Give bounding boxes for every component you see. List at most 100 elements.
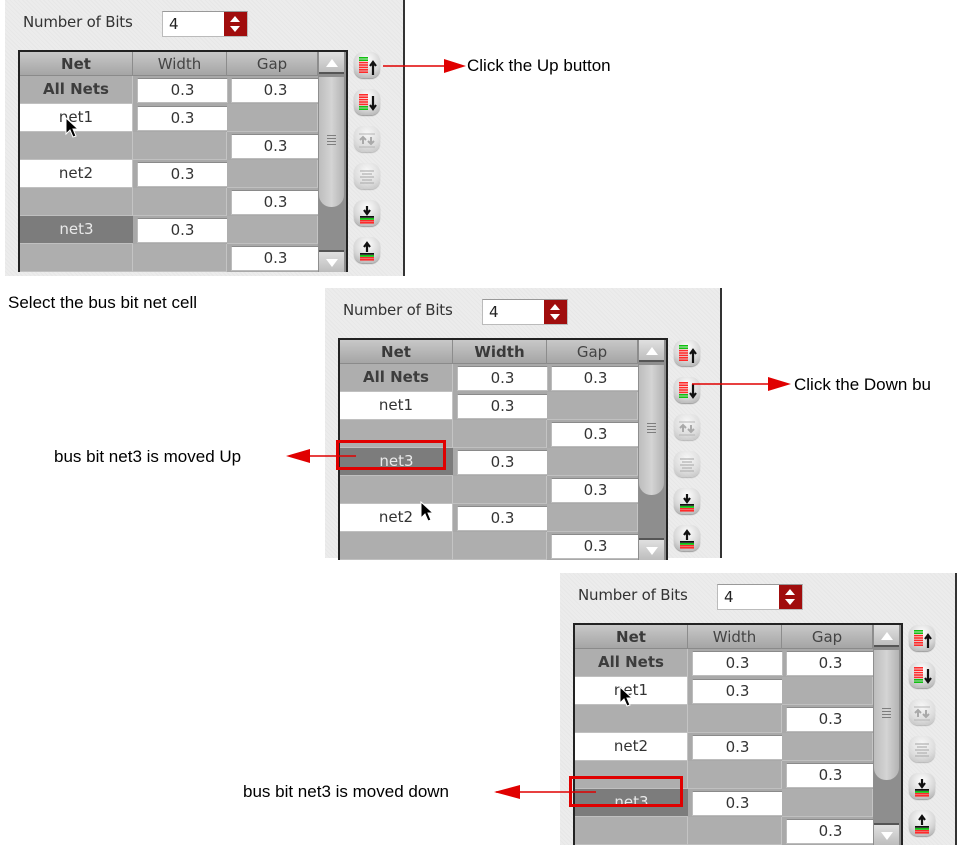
width-cell[interactable]: 0.3: [137, 218, 228, 243]
all-nets-cell[interactable]: All Nets: [340, 364, 453, 392]
move-up-button[interactable]: [354, 52, 380, 78]
all-nets-gap-cell[interactable]: 0.3: [231, 78, 320, 103]
width-cell[interactable]: 0.3: [692, 679, 783, 704]
scrollbar-thumb[interactable]: [319, 77, 344, 207]
all-nets-cell[interactable]: All Nets: [20, 76, 133, 104]
scroll-down-button[interactable]: [639, 538, 664, 560]
net-cell[interactable]: net2: [20, 160, 133, 188]
width-cell[interactable]: 0.3: [692, 735, 783, 760]
gap-cell[interactable]: 0.3: [231, 190, 320, 215]
number-of-bits-value[interactable]: 4: [724, 588, 734, 606]
spin-up-icon[interactable]: [550, 304, 560, 310]
number-of-bits-value[interactable]: 4: [169, 15, 179, 33]
grip-icon: [647, 423, 656, 433]
spin-down-icon[interactable]: [550, 314, 560, 320]
align-button[interactable]: [674, 451, 700, 477]
vertical-scrollbar[interactable]: [318, 52, 346, 272]
number-of-bits-spinbox[interactable]: 4: [717, 584, 803, 610]
width-cell-empty: [133, 244, 227, 272]
net-cell-empty: [340, 532, 453, 560]
number-of-bits-spinbox[interactable]: 4: [162, 11, 248, 37]
net-cell-empty: [20, 244, 133, 272]
number-of-bits-value[interactable]: 4: [489, 303, 499, 321]
align-button[interactable]: [354, 163, 380, 189]
net-cell[interactable]: net2: [340, 504, 453, 532]
insert-below-button[interactable]: [354, 200, 380, 226]
number-of-bits-spinbox[interactable]: 4: [482, 299, 568, 325]
column-header-net[interactable]: Net: [340, 340, 453, 364]
column-header-gap[interactable]: Gap: [227, 52, 318, 76]
insert-below-button[interactable]: [909, 773, 935, 799]
gap-cell[interactable]: 0.3: [551, 422, 640, 447]
net-cell-empty: [340, 476, 453, 504]
swap-button[interactable]: [674, 414, 700, 440]
width-cell[interactable]: 0.3: [137, 162, 228, 187]
column-header-net[interactable]: Net: [575, 625, 688, 649]
all-nets-width-cell[interactable]: 0.3: [692, 651, 783, 676]
all-nets-gap-cell[interactable]: 0.3: [551, 366, 640, 391]
scroll-up-arrow-icon: [881, 632, 893, 640]
column-header-width[interactable]: Width: [133, 52, 227, 76]
caption-moved-down: bus bit net3 is moved down: [243, 782, 450, 801]
scroll-down-button[interactable]: [319, 250, 344, 272]
insert-above-button[interactable]: [909, 810, 935, 836]
column-header-width[interactable]: Width: [688, 625, 782, 649]
align-button[interactable]: [909, 736, 935, 762]
width-cell[interactable]: 0.3: [457, 450, 548, 475]
gap-cell[interactable]: 0.3: [231, 134, 320, 159]
scroll-up-button[interactable]: [874, 625, 899, 647]
spin-down-icon[interactable]: [230, 26, 240, 32]
spin-up-icon[interactable]: [785, 589, 795, 595]
width-cell[interactable]: 0.3: [692, 791, 783, 816]
spinner-arrows[interactable]: [224, 12, 247, 36]
column-header-gap[interactable]: Gap: [782, 625, 873, 649]
table-row-gap: 0.3: [340, 532, 640, 560]
net-cell-selected[interactable]: net3: [20, 216, 133, 244]
insert-above-button[interactable]: [354, 237, 380, 263]
gap-cell[interactable]: 0.3: [551, 534, 640, 559]
move-down-button[interactable]: [909, 662, 935, 688]
net-cell[interactable]: net1: [340, 392, 453, 420]
width-cell[interactable]: 0.3: [457, 506, 548, 531]
spin-down-icon[interactable]: [785, 599, 795, 605]
all-nets-width-cell[interactable]: 0.3: [137, 78, 228, 103]
gap-cell[interactable]: 0.3: [786, 819, 875, 844]
width-cell[interactable]: 0.3: [137, 106, 228, 131]
all-nets-gap-cell[interactable]: 0.3: [786, 651, 875, 676]
spinner-arrows[interactable]: [544, 300, 567, 324]
spin-up-icon[interactable]: [230, 16, 240, 22]
width-cell[interactable]: 0.3: [457, 394, 548, 419]
swap-button[interactable]: [909, 699, 935, 725]
scrollbar-thumb[interactable]: [639, 365, 664, 495]
spinner-arrows[interactable]: [779, 585, 802, 609]
scroll-up-button[interactable]: [319, 52, 344, 74]
insert-above-button[interactable]: [674, 525, 700, 551]
scroll-down-button[interactable]: [874, 823, 899, 845]
net-cell-selected[interactable]: net3: [340, 448, 453, 476]
all-nets-width-cell[interactable]: 0.3: [457, 366, 548, 391]
gap-cell[interactable]: 0.3: [551, 478, 640, 503]
column-header-net[interactable]: Net: [20, 52, 133, 76]
move-up-button[interactable]: [674, 340, 700, 366]
gap-cell[interactable]: 0.3: [231, 246, 320, 271]
gap-cell[interactable]: 0.3: [786, 763, 875, 788]
scroll-up-arrow-icon: [646, 347, 658, 355]
all-nets-cell[interactable]: All Nets: [575, 649, 688, 677]
table-row: net2 0.3: [20, 160, 318, 188]
scroll-up-button[interactable]: [639, 340, 664, 362]
move-down-button[interactable]: [674, 377, 700, 403]
insert-below-button[interactable]: [674, 488, 700, 514]
net-cell[interactable]: net2: [575, 733, 688, 761]
gap-cell[interactable]: 0.3: [786, 707, 875, 732]
swap-button[interactable]: [354, 126, 380, 152]
align-lines-icon: [680, 458, 694, 472]
column-header-gap[interactable]: Gap: [547, 340, 638, 364]
align-lines-icon: [915, 743, 929, 757]
column-header-width[interactable]: Width: [453, 340, 547, 364]
move-down-button[interactable]: [354, 89, 380, 115]
move-up-button[interactable]: [909, 625, 935, 651]
width-cell-empty: [688, 705, 782, 733]
vertical-scrollbar[interactable]: [638, 340, 666, 560]
scrollbar-thumb[interactable]: [874, 650, 899, 780]
vertical-scrollbar[interactable]: [873, 625, 901, 845]
